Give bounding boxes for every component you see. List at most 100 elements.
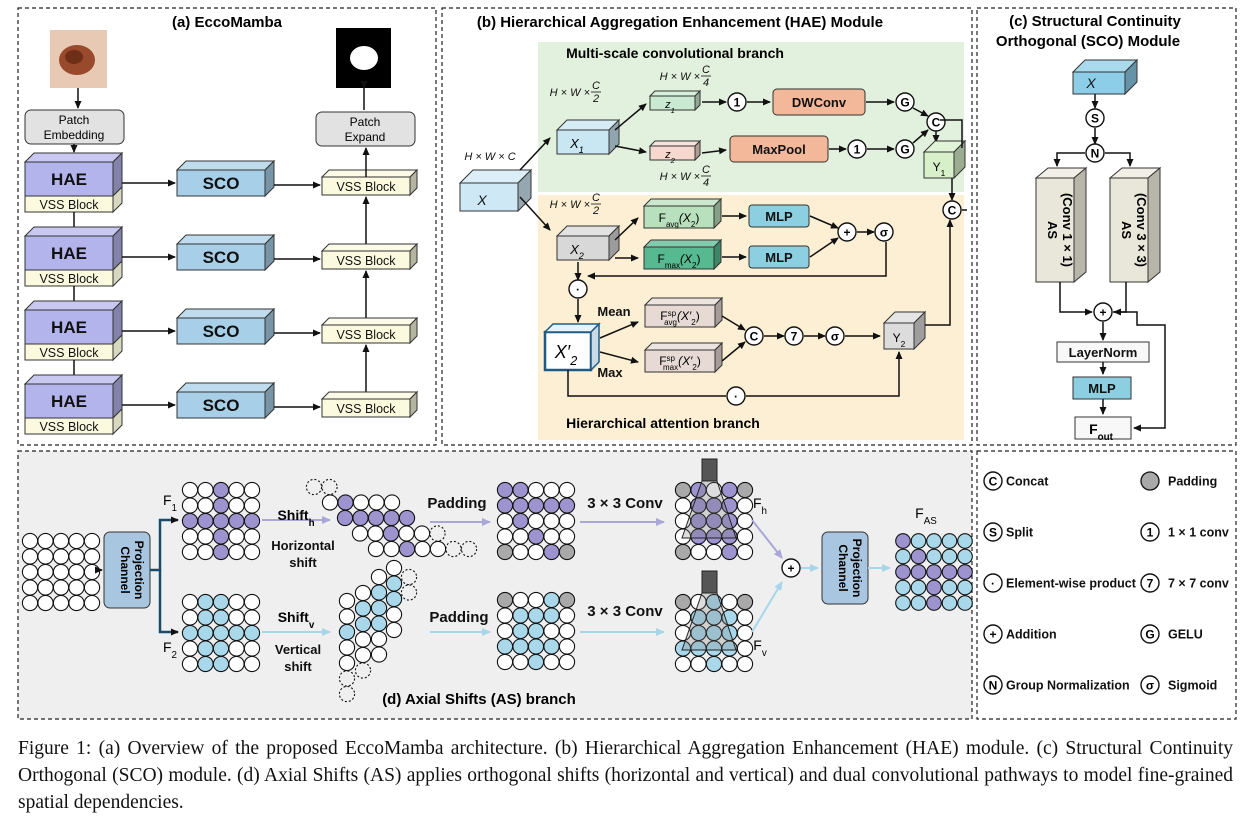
conv-v-grid-dot xyxy=(674,655,692,673)
legend-symbol-4-circle xyxy=(983,573,1003,593)
vss-decoder-block-1-top xyxy=(320,169,419,178)
conv-label-v: 3 × 3 Conv xyxy=(587,603,663,620)
dwconv-label: DWConv xyxy=(792,95,847,110)
hae-block-4-top xyxy=(23,374,124,385)
shifted-h-dot xyxy=(352,509,369,527)
f1-label-main: F xyxy=(163,492,172,508)
conv-h-grid-dot xyxy=(690,543,707,561)
f1-grid-dot xyxy=(181,481,199,499)
conv-h-grid-dot xyxy=(721,543,738,561)
vss-encoder-side-3 xyxy=(112,333,123,362)
fmax-sub: max xyxy=(665,261,680,270)
concat-symbol-ms: C xyxy=(926,112,946,132)
arrow-channel-attention-back xyxy=(587,242,887,280)
f1-grid-dot xyxy=(228,543,245,561)
padded-h-grid-dot xyxy=(496,481,514,499)
conv-v-grid-dot xyxy=(736,593,754,611)
vss-decoder-block-4-front xyxy=(321,398,411,418)
z2-label-main: z xyxy=(664,149,671,161)
conv-h-grid-dot xyxy=(674,481,692,499)
padded-h-grid-dot xyxy=(558,543,576,561)
legend-symbol-9-circle xyxy=(1140,675,1160,695)
mlp-box-max xyxy=(748,245,810,269)
vss-decoder-block-2-top xyxy=(320,243,419,252)
add-symbol-ca-circle xyxy=(837,222,857,242)
f2-grid xyxy=(181,593,261,673)
legend-label-2: Split xyxy=(1006,526,1034,540)
horizontal-shift-2: shift xyxy=(289,555,317,570)
f2-grid-dot xyxy=(197,593,214,611)
fsp-max-cube-front xyxy=(644,349,716,373)
fsp-avg-arg: (X′ xyxy=(677,309,692,323)
conv-h-grid-dot xyxy=(736,543,754,561)
padded-v-grid-dot xyxy=(496,653,514,671)
conv-h-grid-dot xyxy=(736,481,754,499)
f1-grid-dot xyxy=(181,543,199,561)
f2-grid-dot xyxy=(243,640,261,657)
fas-grid-dot xyxy=(910,595,927,611)
legend-symbol-7-label: G xyxy=(1145,628,1154,642)
shifted-v-dot xyxy=(338,685,356,703)
vss-decoder-block-3-front xyxy=(321,324,411,344)
padded-h-grid-dot xyxy=(512,481,529,499)
sco-block-4-top xyxy=(175,382,276,393)
f2-grid-dot xyxy=(181,593,199,611)
x2-cube-top xyxy=(555,225,621,237)
x1-label: X1 xyxy=(569,136,584,155)
legend-symbol-8-circle xyxy=(983,675,1003,695)
arrow-mlp-to-add-a xyxy=(809,215,839,229)
vss-decoder-label-4: VSS Block xyxy=(336,402,396,416)
shifted-h-dot xyxy=(414,540,431,558)
concat-symbol-out: C xyxy=(942,200,962,220)
fsp-avg-sub: avg xyxy=(664,318,677,327)
padded-h-grid-dot xyxy=(558,481,576,499)
shifted-h-dot xyxy=(398,525,415,542)
conv1x1-symbol-top-label: 1 xyxy=(734,96,741,110)
sco-block-3 xyxy=(175,307,276,346)
arrow-fh-to-add xyxy=(751,519,783,559)
x-input-cube xyxy=(458,168,533,213)
legend-symbol-4: · xyxy=(983,573,1003,593)
fmax-cube-front xyxy=(643,246,715,270)
fmax-arg: (X xyxy=(680,252,693,266)
f2-grid-dot xyxy=(212,624,230,642)
shifted-h-dot xyxy=(383,509,400,527)
legend-symbol-8-label: N xyxy=(989,679,998,693)
padded-v-grid-dot xyxy=(558,591,576,609)
concat-symbol-sa-label: C xyxy=(750,330,759,344)
vss-decoder-block-4 xyxy=(320,390,419,419)
x-input-label: X xyxy=(476,192,487,208)
f2-grid-dot xyxy=(197,655,214,673)
y2-cube-front xyxy=(883,322,915,350)
conv7x7-symbol-label: 7 xyxy=(791,330,798,344)
padded-h-grid-dot xyxy=(543,528,560,545)
legend-symbol-5: 7 xyxy=(1140,573,1160,593)
fsp-max-arg: (X′ xyxy=(678,354,693,368)
panel-c-title-2: Orthogonal (SCO) Module xyxy=(996,33,1180,50)
fas-grid-dot xyxy=(895,595,911,611)
vss-encoder-label-1: VSS Block xyxy=(39,198,99,212)
padded-h-grid-dot xyxy=(512,497,529,514)
shifted-h-dot xyxy=(429,540,447,558)
shifted-v-dot xyxy=(354,631,372,648)
padded-h-grid-dot xyxy=(496,543,514,561)
shift-v-label-sub: v xyxy=(309,620,315,631)
f1-label-sub: 1 xyxy=(172,503,177,514)
padded-h-grid-dot xyxy=(558,512,576,530)
padded-h-grid-dot xyxy=(512,528,529,545)
fas-grid-dot xyxy=(957,548,973,565)
conv-h-grid-dot xyxy=(736,512,754,530)
fv-label-sub: v xyxy=(762,648,767,659)
conv-kernel-h-cone xyxy=(681,480,737,539)
f2-grid-dot xyxy=(228,593,245,611)
input-lesion-image xyxy=(50,30,107,88)
hae-label-2: HAE xyxy=(51,244,87,263)
input-feature-grid-dot xyxy=(37,579,54,596)
panel-a-border xyxy=(17,7,437,446)
favg-arg-sub: 2 xyxy=(691,220,696,229)
dims-z1-den: 4 xyxy=(703,77,709,89)
fout-label-sub: out xyxy=(1098,432,1114,443)
fas-grid-dot xyxy=(910,548,927,565)
fout-label-main: F xyxy=(1089,421,1098,437)
